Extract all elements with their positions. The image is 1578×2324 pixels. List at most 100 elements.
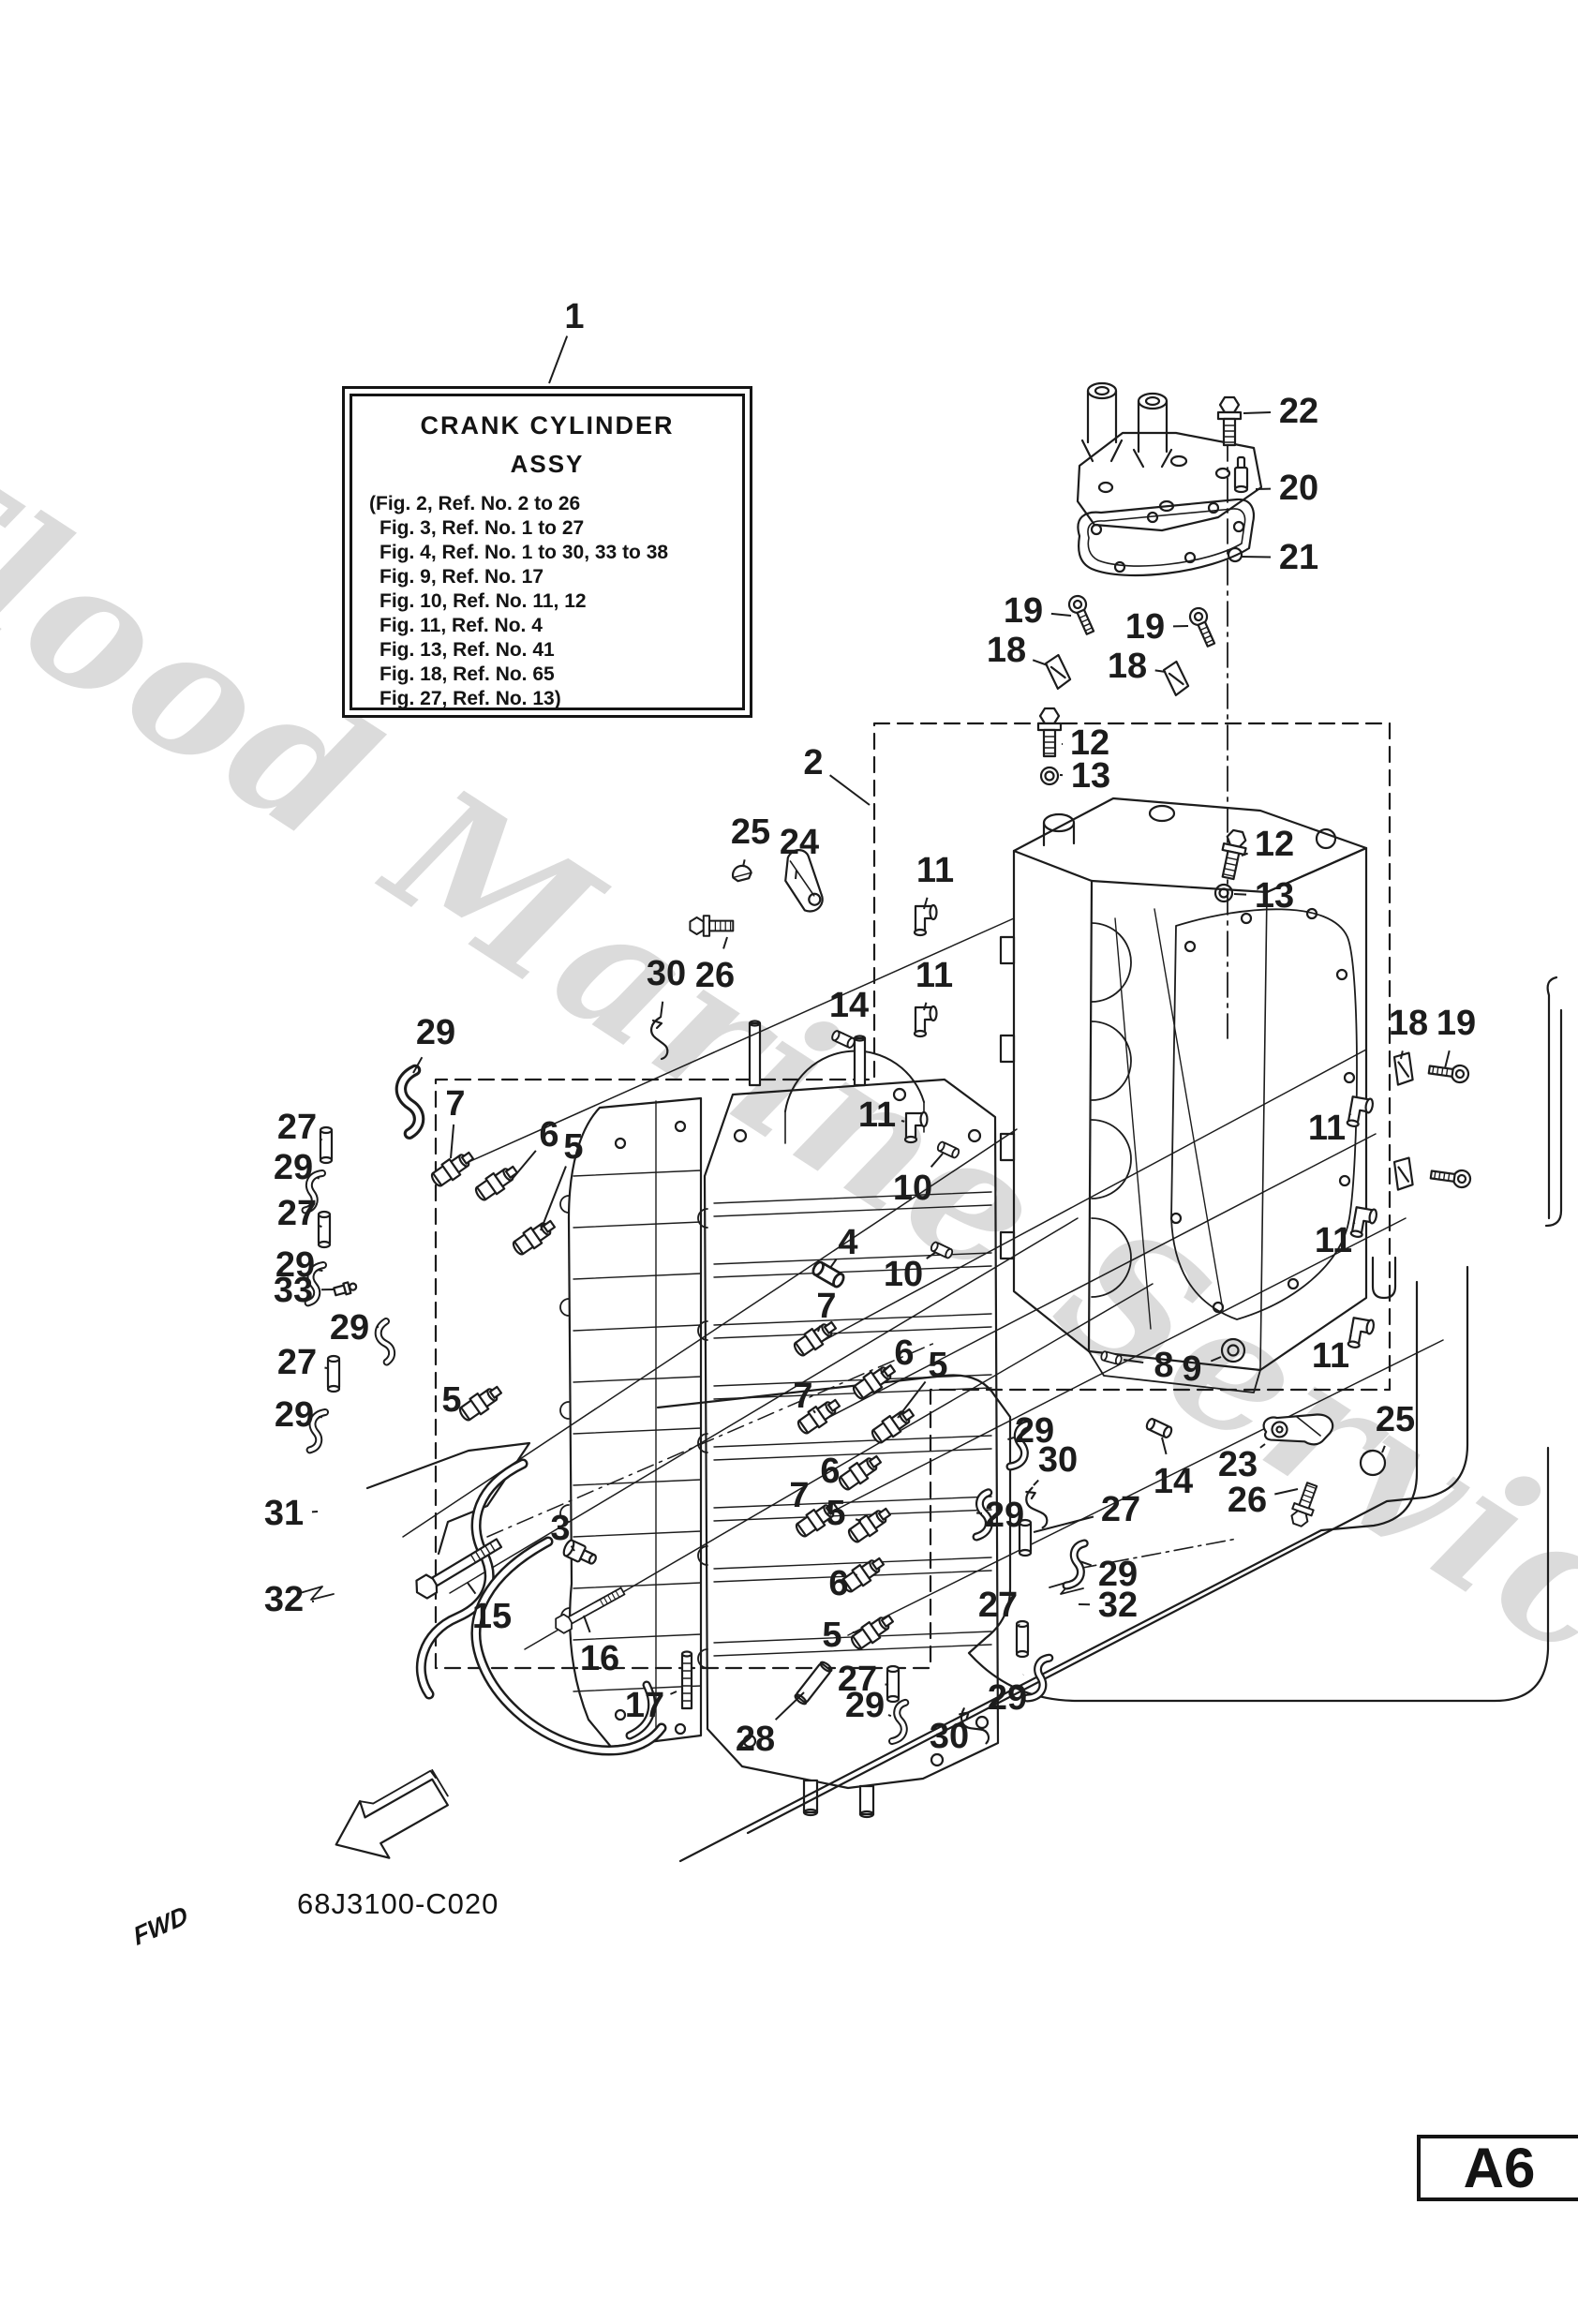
callout-19-22: 19 — [1437, 1004, 1476, 1043]
callout-leader-26-17 — [722, 936, 728, 949]
callout-leader-5-39 — [897, 1380, 927, 1419]
hose-32 — [470, 1536, 667, 1756]
fig-ref-6: Fig. 13, Ref. No. 41 — [380, 639, 555, 661]
callout-5-67: 5 — [822, 1616, 841, 1655]
callout-leader-30-73 — [961, 1712, 965, 1717]
callout-29-61: 29 — [1098, 1555, 1138, 1594]
callout-30-73: 30 — [930, 1717, 969, 1756]
callout-leader-10-29 — [930, 1153, 944, 1168]
pin-3 — [562, 1539, 597, 1565]
callout-12-8: 12 — [1070, 723, 1109, 763]
callout-2-10: 2 — [803, 743, 823, 782]
callout-27-56: 27 — [1101, 1490, 1140, 1529]
assembly-axis-lines — [402, 917, 1444, 1650]
callout-18-21: 18 — [1389, 1004, 1428, 1043]
callout-30-16: 30 — [647, 954, 686, 993]
callout-32-63: 32 — [1098, 1586, 1138, 1625]
callout-leader-25-11 — [742, 859, 746, 868]
callout-27-65: 27 — [978, 1586, 1018, 1625]
callout-leader-27-30 — [319, 1225, 322, 1229]
callout-29-45: 29 — [275, 1395, 314, 1435]
callout-leader-8-40 — [1123, 1359, 1144, 1363]
fig-ref-4: Fig. 10, Ref. No. 11, 12 — [380, 590, 587, 612]
callout-11-15: 11 — [916, 851, 954, 890]
callout-leader-11-18 — [923, 1002, 928, 1011]
fig-ref-1: Fig. 3, Ref. No. 1 to 27 — [380, 517, 585, 539]
callout-7-47: 7 — [793, 1377, 812, 1416]
callout-5-39: 5 — [928, 1346, 947, 1385]
callout-11-28: 11 — [858, 1095, 896, 1135]
callout-27-37: 27 — [277, 1343, 317, 1382]
callout-24-12: 24 — [780, 823, 819, 862]
callout-leader-6-62 — [855, 1573, 858, 1576]
lever-23 — [1262, 1413, 1334, 1446]
callout-leader-2-10 — [828, 774, 871, 806]
callout-10-34: 10 — [884, 1255, 923, 1294]
callout-leader-29-31 — [317, 1269, 323, 1273]
dowel-20 — [1233, 455, 1249, 494]
fig-ref-7: Fig. 18, Ref. No. 65 — [380, 663, 555, 685]
callout-15-66: 15 — [472, 1597, 512, 1636]
callout-leader-29-49 — [1007, 1437, 1015, 1441]
callout-leader-13-14 — [1233, 893, 1247, 896]
callout-leader-14-53 — [1161, 1437, 1168, 1455]
callout-leader-9-41 — [1210, 1356, 1222, 1363]
callout-leader-11-15 — [923, 897, 929, 910]
callout-leader-7-47 — [812, 1409, 816, 1414]
callout-26-17: 26 — [695, 956, 735, 995]
callout-leader-17-72 — [670, 1691, 677, 1695]
callout-leader-30-50 — [1033, 1479, 1039, 1486]
callout-leader-22-1 — [1243, 411, 1272, 414]
callout-22-1: 22 — [1279, 392, 1318, 431]
callout-29-55: 29 — [985, 1496, 1024, 1535]
fig-ref-list: (Fig. 2, Ref. No. 2 to 26 Fig. 3, Ref. N… — [352, 492, 742, 711]
title-line-1: CRANK CYLINDER — [420, 411, 675, 439]
callout-leader-27-56 — [1033, 1515, 1094, 1533]
callout-leader-23-52 — [1259, 1443, 1266, 1449]
callout-25-11: 25 — [731, 812, 770, 852]
callout-29-71: 29 — [845, 1686, 885, 1725]
callout-18-7: 18 — [1108, 647, 1147, 686]
callout-31-59: 31 — [264, 1494, 304, 1533]
callout-leader-25-51 — [1381, 1445, 1386, 1453]
callout-5-58: 5 — [826, 1494, 845, 1533]
fwd-arrow — [335, 1768, 449, 1859]
callout-leader-21-3 — [1240, 556, 1272, 559]
callout-28-74: 28 — [736, 1720, 775, 1759]
callout-11-42: 11 — [1308, 1109, 1346, 1148]
callout-13-14: 13 — [1255, 876, 1294, 916]
callout-7-57: 7 — [789, 1476, 809, 1515]
title-box-inner-border: CRANK CYLINDER ASSY (Fig. 2, Ref. No. 2 … — [350, 394, 745, 710]
fig-ref-0: (Fig. 2, Ref. No. 2 to 26 — [369, 493, 581, 514]
dashed-boundary — [434, 722, 1392, 1670]
fig-ref-3: Fig. 9, Ref. No. 17 — [380, 566, 544, 588]
callout-11-18: 11 — [916, 956, 953, 995]
callout-6-48: 6 — [820, 1452, 840, 1491]
callout-leader-18-6 — [1032, 659, 1049, 666]
callout-29-20: 29 — [416, 1013, 455, 1052]
callout-19-5: 19 — [1125, 607, 1165, 647]
callout-29-49: 29 — [1015, 1411, 1054, 1451]
drawing-number: 68J3100-C020 — [297, 1887, 499, 1920]
callout-12-13: 12 — [1255, 825, 1294, 864]
cylinder-block-left — [559, 1096, 703, 1749]
callout-26-54: 26 — [1228, 1481, 1267, 1520]
callout-leader-3-60 — [570, 1545, 575, 1552]
callout-leader-19-4 — [1050, 612, 1072, 617]
fig-ref-2: Fig. 4, Ref. No. 1 to 30, 33 to 38 — [380, 542, 669, 563]
callout-leader-11-44 — [1349, 1334, 1352, 1337]
callout-leader-5-26 — [540, 1166, 567, 1231]
callout-27-23: 27 — [277, 1108, 317, 1147]
callout-leader-11-43 — [1352, 1221, 1356, 1225]
callout-leader-5-58 — [855, 1518, 862, 1522]
callout-leader-27-69 — [885, 1683, 889, 1686]
callout-23-52: 23 — [1218, 1445, 1258, 1484]
callout-leader-4-33 — [829, 1259, 838, 1269]
callout-7-24: 7 — [445, 1084, 465, 1124]
callout-10-29: 10 — [893, 1169, 932, 1208]
callout-leader-19-22 — [1444, 1050, 1451, 1069]
title-box: CRANK CYLINDER ASSY (Fig. 2, Ref. No. 2 … — [342, 386, 752, 718]
callout-leader-12-13 — [1241, 852, 1248, 857]
pin-28 — [794, 1661, 833, 1706]
callout-29-35: 29 — [330, 1308, 369, 1348]
